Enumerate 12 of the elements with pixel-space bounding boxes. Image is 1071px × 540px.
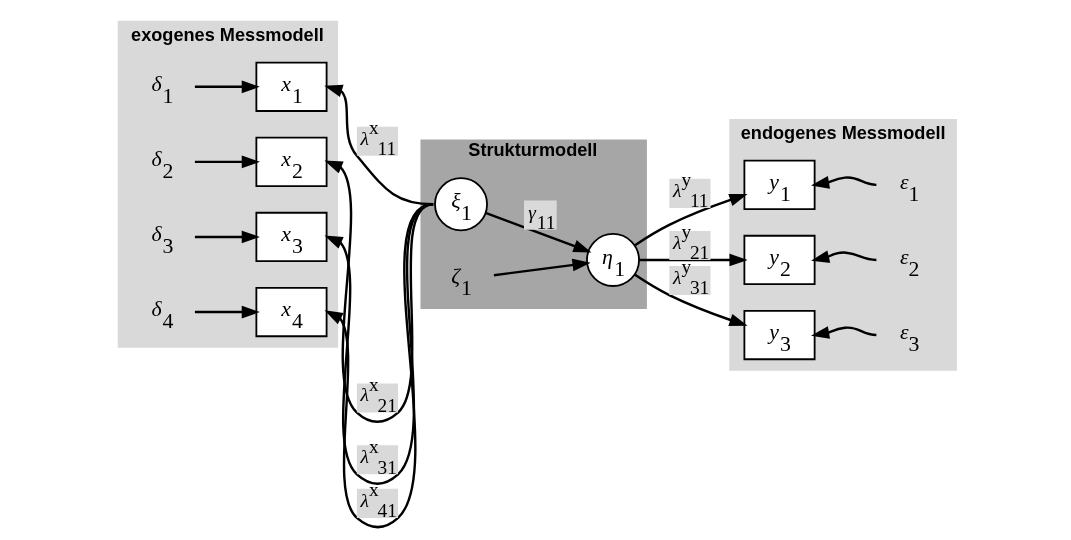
arrow (194, 305, 260, 319)
arrow (194, 155, 260, 169)
arrow (485, 211, 592, 253)
arrow (811, 326, 877, 339)
arrow (634, 193, 748, 247)
arrow (639, 253, 748, 267)
arrow (194, 80, 260, 94)
arrow (493, 258, 591, 277)
arrow (811, 176, 877, 189)
arrow (194, 230, 260, 244)
arrow (634, 273, 748, 326)
arrow (811, 250, 877, 263)
